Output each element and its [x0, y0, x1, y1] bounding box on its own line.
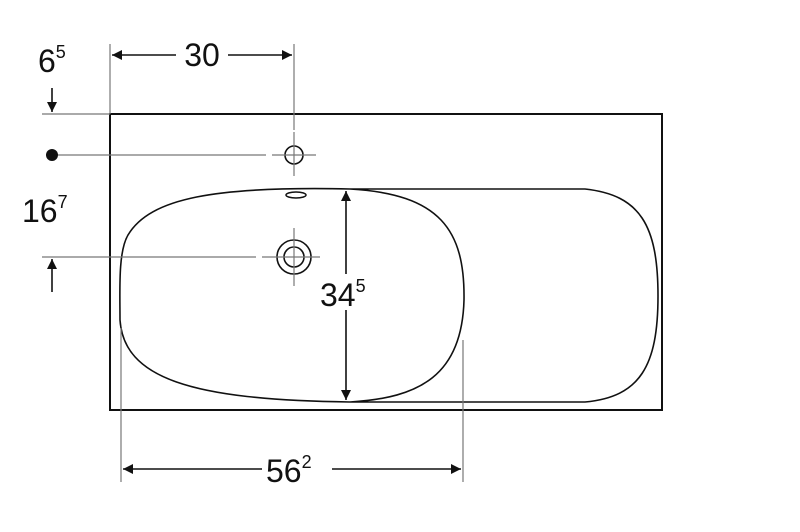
overflow-slot	[285, 191, 307, 199]
bowl-outline	[349, 188, 659, 403]
basin-outline	[109, 113, 663, 411]
dim-bowl-depth: 345	[318, 191, 382, 400]
reference-dot	[46, 149, 58, 161]
tap-hole	[272, 132, 316, 176]
dim-label-30: 30	[184, 37, 220, 73]
extension-lines	[42, 44, 464, 482]
drain	[262, 228, 320, 286]
dim-label-16-7: 167	[22, 192, 68, 229]
dim-label-34-5: 345	[320, 276, 366, 313]
dim-tap-to-drain: 167	[22, 192, 68, 292]
dim-bowl-width: 562	[123, 450, 461, 489]
dim-top-offset: 65	[38, 42, 66, 112]
bowl-inner-outline	[119, 187, 351, 403]
dim-label-6-5: 65	[38, 42, 66, 79]
dim-tap-hole-offset: 30	[112, 36, 292, 73]
dim-label-56-2: 562	[266, 452, 312, 489]
